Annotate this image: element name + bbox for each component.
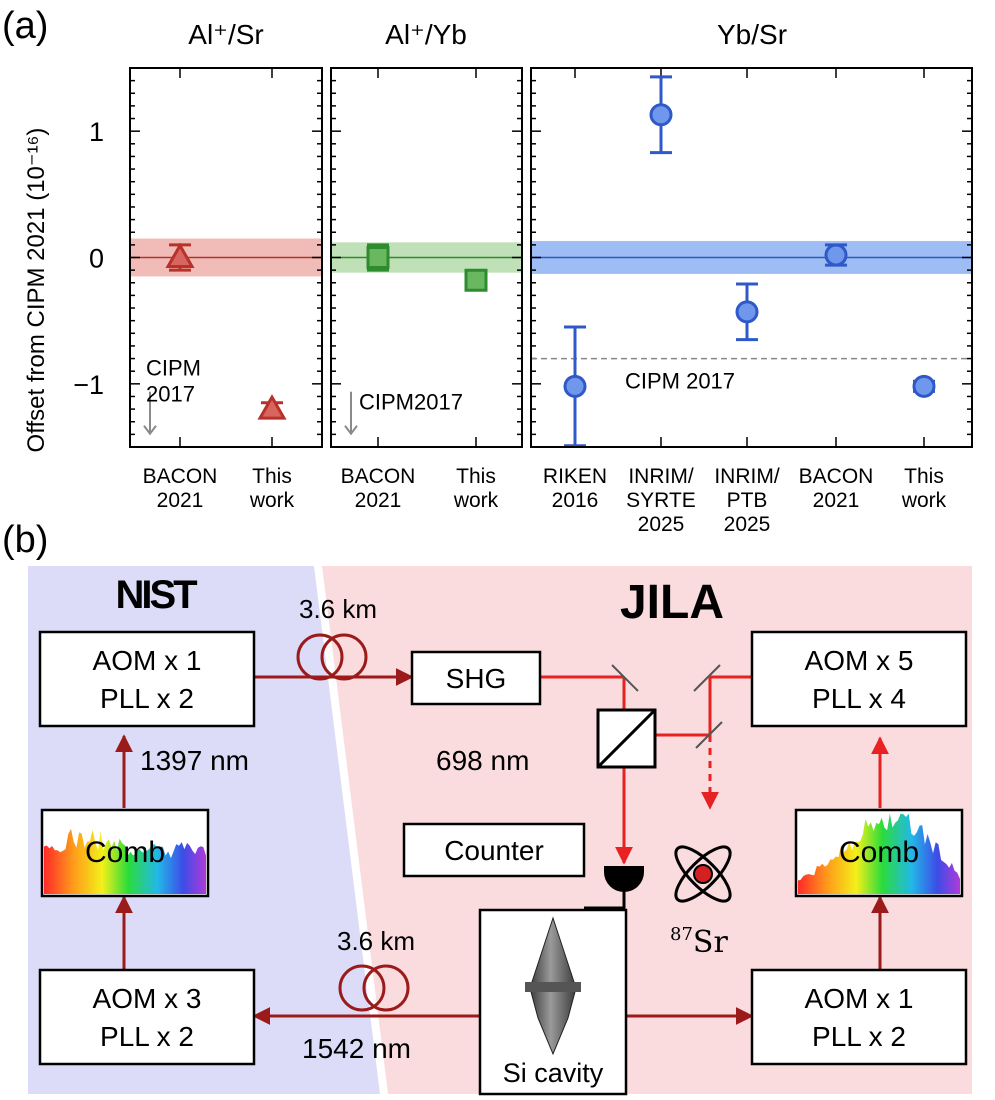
subplot-title-ybsr: Yb/Sr xyxy=(717,19,787,50)
marker-circle xyxy=(824,243,848,267)
cipm-arrow-head xyxy=(344,425,358,436)
mirror-1 xyxy=(611,664,639,692)
svg-text:PLL x 2: PLL x 2 xyxy=(812,1021,906,1052)
marker-triangle xyxy=(257,394,287,420)
wavelength-698: 698 nm xyxy=(436,745,529,776)
box-counter: Counter xyxy=(402,822,586,878)
svg-text:SHG: SHG xyxy=(446,663,507,694)
cavity-flange xyxy=(525,982,581,992)
marker-square xyxy=(464,268,488,292)
subplot-title-alsr: Al⁺/Sr xyxy=(188,19,263,50)
mirror-3 xyxy=(695,721,723,749)
svg-text:Si cavity: Si cavity xyxy=(503,1058,604,1088)
marker-circle xyxy=(912,374,936,398)
svg-text:PLL x 2: PLL x 2 xyxy=(100,683,194,714)
svg-text:PLL x 2: PLL x 2 xyxy=(100,1021,194,1052)
comb-left: Comb xyxy=(40,808,210,898)
box-shg: SHG xyxy=(410,650,542,706)
data-point xyxy=(464,268,488,292)
fiber-bottom-length: 3.6 km xyxy=(337,926,415,956)
data-point xyxy=(366,243,390,272)
detector-to-counter-wire xyxy=(584,890,626,910)
marker-triangle xyxy=(165,242,195,268)
svg-text:PLL x 4: PLL x 4 xyxy=(812,683,906,714)
cipm-annotation: CIPM2017 xyxy=(359,390,463,415)
box-aom1-nist: AOM x 1 PLL x 2 xyxy=(38,630,256,728)
cipm-arrow-head xyxy=(143,425,157,436)
sr-atom-icon xyxy=(674,845,732,903)
axes-frame xyxy=(129,67,323,448)
comb-right: Comb xyxy=(794,808,964,898)
y-tick-label: 1 xyxy=(89,117,104,147)
svg-text:AOM x 3: AOM x 3 xyxy=(93,983,202,1014)
fiber-spool-top xyxy=(296,633,368,681)
panel-b-label: (b) xyxy=(2,519,48,561)
mirrors xyxy=(611,664,723,749)
fiber-top-length: 3.6 km xyxy=(299,594,377,624)
y-tick-label: 0 xyxy=(89,244,104,274)
svg-text:Comb: Comb xyxy=(839,836,919,869)
comb-spectrum-right xyxy=(798,813,960,894)
data-point xyxy=(912,374,936,398)
data-point xyxy=(824,243,848,267)
y-axis-label: Offset from CIPM 2021 (10⁻¹⁶) xyxy=(23,128,50,453)
data-point xyxy=(165,242,195,272)
data-point xyxy=(563,325,587,448)
nist-logo: NIST xyxy=(115,573,197,617)
comb-spectrum-left xyxy=(44,828,206,894)
marker-circle xyxy=(563,374,587,398)
box-aom3-nist: AOM x 3 PLL x 2 xyxy=(38,968,256,1066)
si-cavity: Si cavity xyxy=(478,908,628,1096)
y-tick-label: −1 xyxy=(73,370,104,400)
data-point xyxy=(735,282,759,342)
y-tick-labels: −1 0 1 xyxy=(73,117,104,400)
wavelength-1542: 1542 nm xyxy=(302,1033,411,1064)
beam-splitter xyxy=(596,708,657,769)
marker-circle xyxy=(735,300,759,324)
box-aom5-jila: AOM x 5 PLL x 4 xyxy=(750,630,968,728)
wavelength-1397: 1397 nm xyxy=(140,745,249,776)
cipm-2017-label: CIPM 2017 xyxy=(625,369,735,394)
fiber-spool-bottom xyxy=(338,964,410,1012)
sr-label: 87Sr xyxy=(670,924,728,960)
data-point xyxy=(257,394,287,420)
mirror-2 xyxy=(693,664,721,692)
marker-square xyxy=(366,246,390,269)
photodetector-body xyxy=(604,866,644,892)
data-point xyxy=(649,75,673,155)
marker-circle xyxy=(649,103,673,127)
box-aom1-jila: AOM x 1 PLL x 2 xyxy=(750,968,968,1066)
svg-text:Comb: Comb xyxy=(85,836,165,869)
svg-text:AOM x 1: AOM x 1 xyxy=(93,645,202,676)
axes-frame xyxy=(530,67,973,448)
beams-698 xyxy=(540,675,752,865)
svg-text:AOM x 1: AOM x 1 xyxy=(805,983,914,1014)
svg-text:Counter: Counter xyxy=(444,835,544,866)
jila-logo: JILA xyxy=(620,576,724,629)
panel-a-label: (a) xyxy=(2,5,48,47)
subplot-title-alyb: Al⁺/Yb xyxy=(385,19,467,50)
axes-frame xyxy=(330,67,523,448)
svg-text:AOM x 5: AOM x 5 xyxy=(805,645,914,676)
